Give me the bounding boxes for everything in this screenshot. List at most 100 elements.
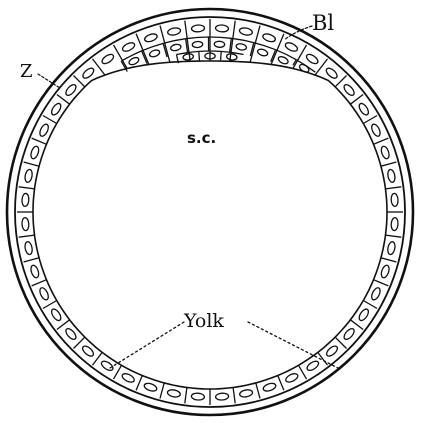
cell-wall bbox=[374, 138, 389, 144]
cell-nucleus bbox=[24, 169, 33, 183]
cell-wall bbox=[386, 187, 402, 189]
cell-nucleus bbox=[357, 308, 370, 323]
cell-nucleus bbox=[387, 169, 396, 183]
cell-nucleus bbox=[100, 359, 115, 372]
cell-nucleus bbox=[239, 27, 253, 36]
cell-nucleus bbox=[81, 66, 95, 80]
cell-nucleus bbox=[380, 264, 391, 278]
zona-pellucida bbox=[7, 9, 413, 415]
cell-nucleus bbox=[64, 83, 78, 97]
cell-nucleus bbox=[121, 41, 136, 53]
cell-nucleus bbox=[239, 389, 253, 398]
cell-wall bbox=[185, 388, 187, 404]
cell-nucleus bbox=[38, 123, 50, 138]
cell-wall bbox=[114, 45, 128, 69]
cell-nucleus bbox=[284, 372, 299, 384]
cell-nucleus bbox=[342, 83, 356, 97]
cell-nucleus bbox=[262, 32, 276, 43]
cap-cell-nucleus bbox=[236, 43, 247, 51]
cell-nucleus bbox=[38, 286, 50, 301]
cell-wall bbox=[299, 365, 307, 379]
cap-row-boundary bbox=[163, 39, 185, 44]
cell-wall bbox=[160, 383, 164, 398]
cell-nucleus bbox=[391, 193, 399, 206]
cell-nucleus bbox=[305, 53, 320, 66]
cell-layer bbox=[17, 19, 403, 405]
cell-nucleus bbox=[101, 53, 116, 66]
z-leader-line bbox=[38, 74, 60, 88]
cell-nucleus bbox=[22, 217, 30, 230]
cap-row-boundary bbox=[142, 43, 164, 51]
cap-cell-nucleus bbox=[257, 48, 269, 57]
cell-nucleus bbox=[391, 217, 399, 230]
cell-nucleus bbox=[370, 123, 382, 138]
cell-wall bbox=[32, 280, 47, 286]
cell-wall bbox=[32, 138, 47, 144]
yolk-leader-right bbox=[248, 322, 338, 368]
cell-nucleus bbox=[64, 327, 78, 341]
segmentation-cavity-label: s.c. bbox=[187, 129, 216, 147]
cell-wall bbox=[315, 59, 327, 75]
cell-nucleus bbox=[24, 241, 33, 255]
cap-row-boundary bbox=[186, 37, 209, 39]
cell-nucleus bbox=[387, 241, 396, 255]
cell-nucleus bbox=[81, 344, 95, 358]
cell-nucleus bbox=[191, 25, 204, 33]
zona-outer-outline bbox=[7, 9, 413, 415]
cell-nucleus bbox=[143, 382, 157, 393]
cell-nucleus bbox=[167, 27, 181, 36]
cell-wall bbox=[19, 187, 35, 189]
cell-nucleus bbox=[167, 389, 181, 398]
cell-nucleus bbox=[262, 382, 276, 393]
cell-nucleus bbox=[191, 393, 204, 401]
bl-label: Bl bbox=[312, 11, 334, 35]
cap-row-boundary bbox=[231, 38, 254, 42]
cell-nucleus bbox=[144, 32, 158, 43]
cell-nucleus bbox=[284, 41, 299, 53]
cell-nucleus bbox=[325, 344, 339, 358]
cell-nucleus bbox=[50, 102, 63, 117]
cell-wall bbox=[93, 59, 105, 75]
cap-cell-nucleus bbox=[128, 56, 140, 66]
cell-wall bbox=[381, 162, 396, 166]
cell-nucleus bbox=[325, 66, 339, 80]
inner-boundary-line bbox=[33, 61, 387, 389]
cell-wall bbox=[24, 162, 39, 166]
cell-wall bbox=[233, 388, 235, 404]
cap-row-boundary bbox=[254, 43, 276, 50]
cap-cell-nucleus bbox=[277, 55, 289, 65]
cell-nucleus bbox=[306, 359, 321, 372]
cell-wall bbox=[43, 301, 57, 309]
cell-wall bbox=[278, 376, 284, 391]
z-label: Z bbox=[20, 61, 33, 82]
cell-nucleus bbox=[215, 25, 228, 33]
cell-wall bbox=[43, 116, 57, 124]
cell-wall bbox=[363, 301, 377, 309]
cell-wall bbox=[19, 235, 35, 237]
cell-wall bbox=[256, 383, 260, 398]
cell-wall bbox=[386, 235, 402, 237]
cap-cell-nucleus bbox=[170, 44, 181, 52]
cell-wall bbox=[24, 258, 39, 262]
cell-nucleus bbox=[50, 308, 63, 323]
cell-wall bbox=[374, 280, 389, 286]
cap-cell-nucleus bbox=[149, 49, 161, 58]
cell-nucleus bbox=[380, 145, 391, 159]
blastoderm-inner-boundary bbox=[33, 61, 387, 389]
cap-cell-nucleus bbox=[214, 41, 225, 48]
cell-wall bbox=[114, 365, 122, 379]
cell-nucleus bbox=[357, 102, 370, 117]
cell-nucleus bbox=[215, 393, 228, 401]
cap-cell-nucleus bbox=[192, 41, 203, 48]
cap-cell-wall bbox=[199, 51, 200, 61]
cap-cell-nucleus bbox=[183, 53, 194, 60]
cap-cell-wall bbox=[221, 51, 222, 60]
cell-nucleus bbox=[342, 327, 356, 341]
cap-cell-nucleus bbox=[226, 53, 237, 60]
cell-nucleus bbox=[370, 286, 382, 301]
cap-row-boundary bbox=[209, 37, 232, 38]
cell-nucleus bbox=[29, 264, 40, 278]
cell-nucleus bbox=[22, 193, 30, 206]
cell-nucleus bbox=[29, 145, 40, 159]
